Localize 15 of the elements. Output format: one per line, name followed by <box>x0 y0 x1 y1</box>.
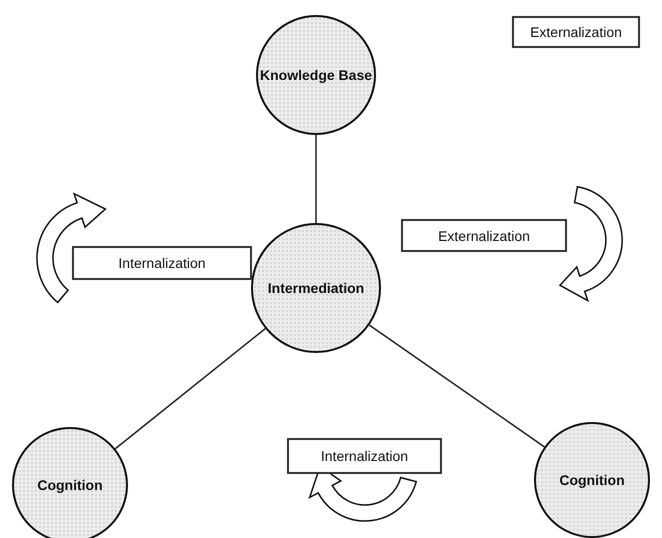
node-label: Cognition <box>37 476 103 494</box>
connector-line <box>114 328 266 450</box>
label-box <box>72 246 252 280</box>
connector-line <box>368 324 545 448</box>
node-label: Internalization <box>118 255 206 271</box>
node-label: Cognition <box>559 472 625 488</box>
node-label: Knowledge Base <box>260 66 372 84</box>
label-box <box>512 16 640 48</box>
label-box <box>401 219 567 252</box>
node-label: Internalization <box>320 448 408 464</box>
node-label: Externalization <box>530 24 622 40</box>
label-box <box>287 438 442 474</box>
node-label: Intermediation <box>268 280 364 296</box>
node-label: Externalization <box>438 228 530 244</box>
connector-line <box>315 135 317 223</box>
